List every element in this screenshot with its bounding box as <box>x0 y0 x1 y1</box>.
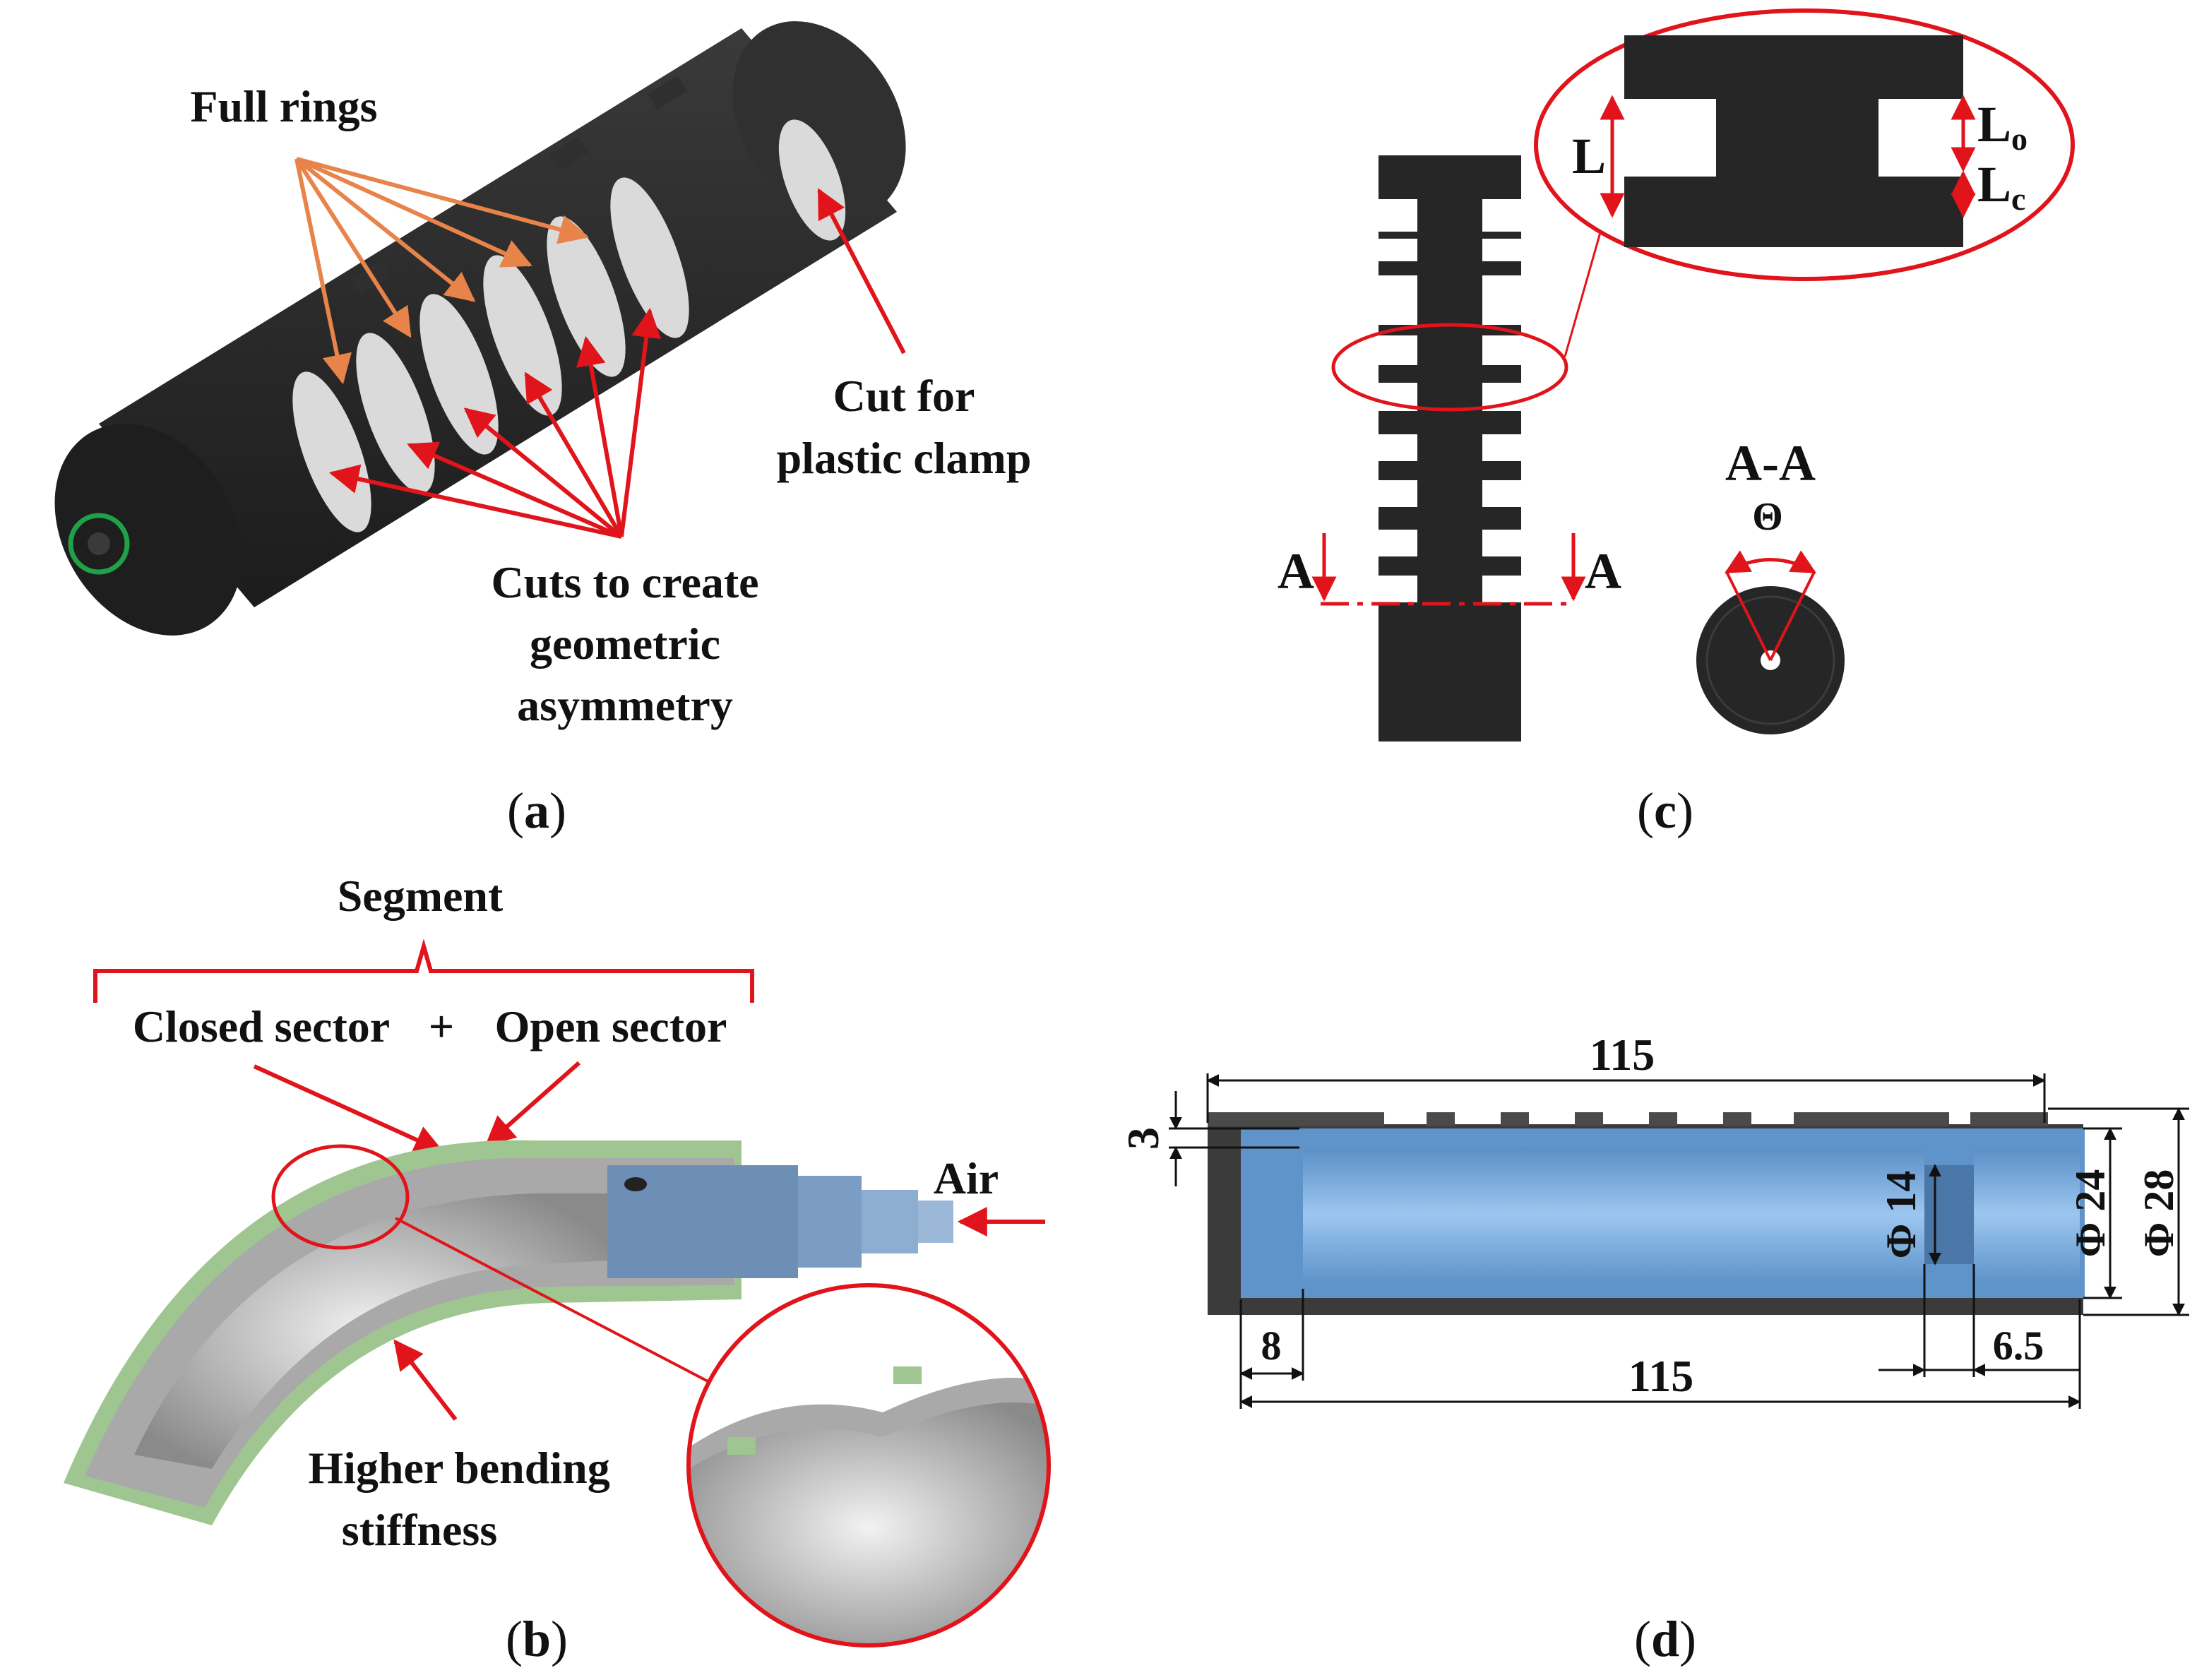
dim-top-length: 115 <box>1590 1030 1655 1080</box>
label-section-AA: A-A <box>1725 435 1816 492</box>
clamp-arrow <box>817 188 906 355</box>
detail-ellipse <box>1331 323 1568 412</box>
label-cut-clamp-line2: plastic clamp <box>777 433 1032 483</box>
air-port-ring <box>68 513 130 575</box>
label-stiffness-line2: stiffness <box>342 1505 497 1555</box>
label-cut-clamp: Cut for plastic clamp <box>777 371 1032 483</box>
label-stiffness: Higher bending stiffness <box>308 1443 609 1555</box>
label-air: Air <box>934 1153 999 1203</box>
dim-left-offset: 8 <box>1261 1323 1282 1369</box>
stiffness-arrow <box>393 1339 458 1421</box>
label-A-left: A <box>1278 543 1314 600</box>
label-cuts-line2: geometric <box>530 619 720 669</box>
bent-actuator <box>64 1140 953 1525</box>
zoom-leader <box>395 1217 714 1386</box>
label-segment: Segment <box>338 871 504 921</box>
dim-bottom-length: 115 <box>1629 1351 1693 1401</box>
dim-phi24: Φ 24 <box>2067 1169 2114 1258</box>
dim-phi28: Φ 28 <box>2136 1169 2182 1258</box>
closed-sector-arrow <box>253 1064 444 1154</box>
zoom-detail <box>1534 8 2075 281</box>
caption-c: (c) <box>1637 782 1693 839</box>
side-view-slots <box>1379 199 1521 602</box>
label-A-right: A <box>1585 543 1621 600</box>
caption-a: (a) <box>507 782 566 839</box>
zoom-circle-b <box>686 1283 1051 1648</box>
panel-d: 115 115 3 8 6.5 Φ 14 Φ 24 Φ 28 (d) <box>1118 1030 2189 1667</box>
dimension-lines <box>1169 1073 2189 1409</box>
dim-phi14: Φ 14 <box>1878 1171 1924 1259</box>
actuator-3d-body <box>54 21 906 636</box>
label-L: L <box>1572 128 1606 184</box>
zoom-ellipse <box>271 1144 410 1250</box>
caption-d: (d) <box>1634 1611 1696 1667</box>
label-stiffness-line1: Higher bending <box>308 1443 609 1493</box>
label-Lo: Lo <box>1977 96 2028 157</box>
cuts-arrows <box>328 307 662 539</box>
label-cuts-line1: Cuts to create <box>491 557 758 607</box>
open-sector-arrow <box>484 1061 580 1146</box>
caption-b: (b) <box>506 1611 568 1667</box>
label-cuts-line3: asymmetry <box>517 680 733 730</box>
cross-section-body <box>1208 1112 2085 1315</box>
section-view <box>1696 550 1845 734</box>
label-Lc: Lc <box>1977 156 2025 217</box>
label-cut-clamp-line1: Cut for <box>833 371 975 421</box>
label-cuts: Cuts to create geometric asymmetry <box>491 557 758 730</box>
panel-a: Full rings Cuts to create geometric asym… <box>54 21 1032 839</box>
panel-c: L Lo Lc A A A-A Θ (c) <box>1278 8 2075 839</box>
label-open-sector: Open sector <box>495 1001 727 1052</box>
segment-brace <box>93 939 754 1003</box>
full-rings-arrows <box>294 157 590 385</box>
theta-arc <box>1724 550 1817 574</box>
dim-right-offset: 6.5 <box>1993 1323 2044 1369</box>
label-plus: + <box>429 1001 454 1052</box>
label-theta: Θ <box>1752 495 1783 539</box>
label-closed-sector: Closed sector <box>133 1001 390 1052</box>
label-full-rings: Full rings <box>191 81 378 131</box>
panel-b: Segment Closed sector + Open sector <box>64 871 1051 1667</box>
dim-wall: 3 <box>1118 1127 1168 1150</box>
